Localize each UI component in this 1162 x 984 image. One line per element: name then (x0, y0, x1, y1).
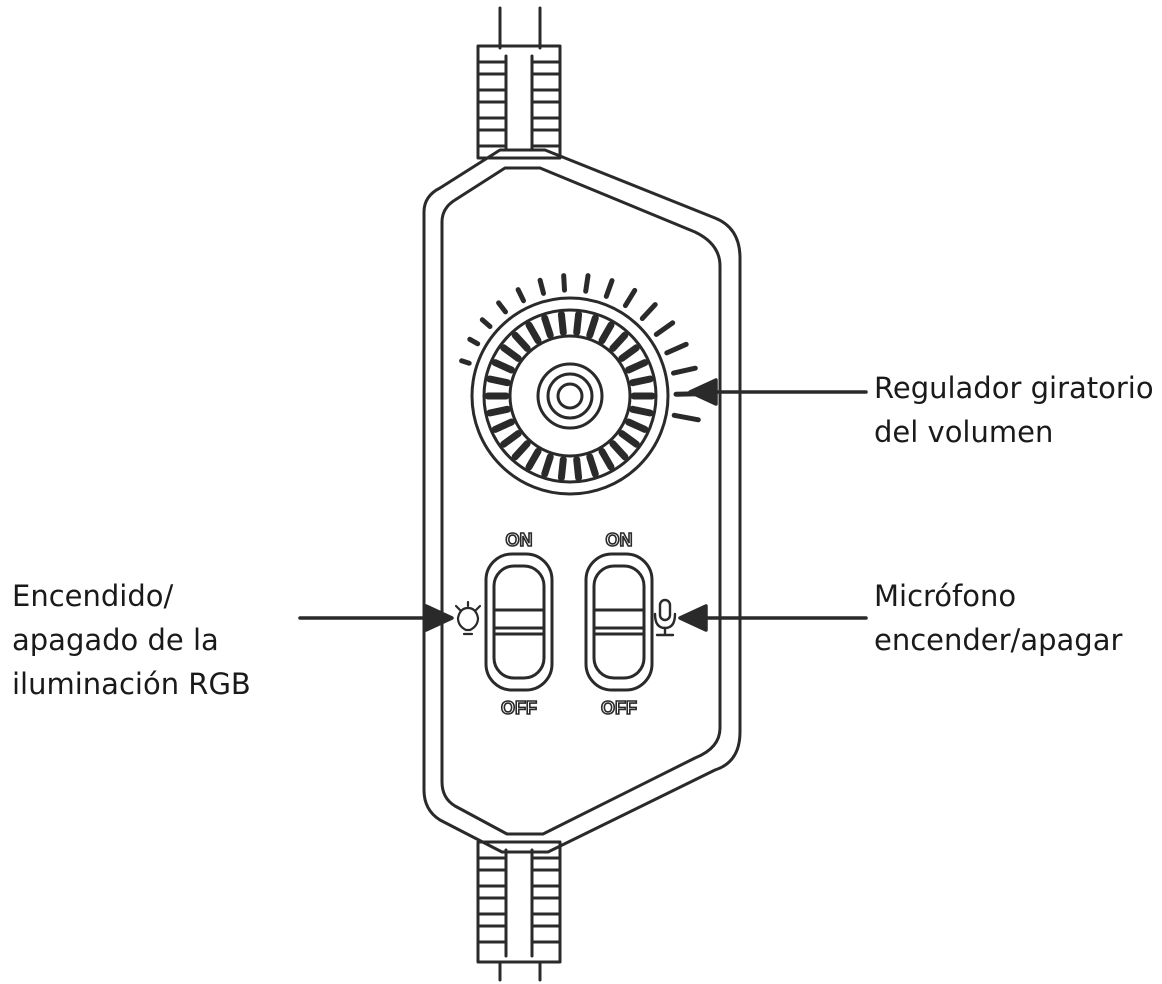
knurl-ridge (625, 359, 649, 374)
rgb-caption-line-1: Encendido/ (12, 579, 174, 613)
light-bulb-icon (454, 600, 482, 636)
volume-tick (561, 273, 567, 293)
knurl-ridge (541, 453, 554, 478)
knurl-ridge (541, 314, 554, 339)
controller-body-outline (422, 148, 742, 854)
knurl-ridge (625, 418, 649, 433)
knurl-ridge (511, 440, 531, 461)
volume-tick (515, 287, 526, 304)
knurl-ridge (557, 456, 567, 482)
mic-switch-caption: Micrófono encender/apagar (874, 574, 1122, 662)
volume-tick (664, 341, 689, 356)
volume-tick (653, 320, 676, 337)
volume-caption-line-1: Regulador giratorio (874, 371, 1154, 405)
knurl-ridge (609, 440, 629, 461)
volume-caption-line-2: del volumen (874, 415, 1054, 449)
rgb-switch-caption: Encendido/ apagado de la iluminación RGB (12, 574, 251, 706)
volume-tick (496, 300, 508, 315)
volume-tick (583, 273, 591, 294)
mic-switch-off-label: OFF (601, 698, 637, 718)
volume-tick (467, 336, 481, 347)
knurl-ridge (598, 321, 615, 345)
knurl-ridge (609, 331, 629, 352)
microphone-switch[interactable] (584, 552, 654, 692)
knurl-ridge (491, 359, 515, 374)
volume-tick (537, 277, 546, 296)
rgb-light-switch[interactable] (484, 552, 554, 692)
mic-switch-on-label: ON (606, 530, 633, 550)
volume-tick (603, 278, 615, 299)
volume-dial[interactable] (459, 273, 702, 496)
knurl-ridge (486, 405, 511, 417)
arrow-mic (678, 604, 868, 632)
bottom-cable (476, 840, 562, 982)
knurl-ridge (500, 430, 522, 448)
knurl-ridge (618, 344, 640, 362)
knurl-ridge (629, 405, 654, 417)
knurl-ridge (586, 453, 599, 478)
knurl-ridge (486, 375, 511, 387)
rgb-switch-on-label: ON (506, 530, 533, 550)
volume-tick (639, 302, 658, 321)
knurl-ridge (500, 344, 522, 362)
arrow-volume (688, 378, 868, 406)
volume-scale-ticks (459, 273, 702, 423)
mic-caption-line-1: Micrófono (874, 579, 1017, 613)
knurl-ridge (573, 310, 583, 336)
knurl-ridge (618, 430, 640, 448)
knurl-ridge (511, 331, 531, 352)
arrow-rgb (298, 604, 454, 632)
knurl-ridge (557, 310, 567, 336)
rgb-caption-line-3: iluminación RGB (12, 667, 251, 701)
volume-dial-caption: Regulador giratorio del volumen (874, 366, 1154, 454)
volume-tick (459, 358, 472, 366)
dial-center-ring (536, 362, 604, 430)
volume-tick (479, 317, 493, 329)
controller-body-inner (440, 166, 722, 836)
rgb-switch-off-label: OFF (501, 698, 537, 718)
volume-tick (671, 365, 698, 376)
volume-tick (622, 287, 638, 309)
top-cable (476, 6, 562, 160)
mic-caption-line-2: encender/apagar (874, 623, 1123, 657)
volume-tick (671, 412, 701, 423)
microphone-icon (653, 598, 677, 637)
dial-knurling (484, 310, 656, 482)
knurl-ridge (629, 375, 654, 387)
knurl-ridge (598, 447, 615, 471)
knurl-ridge (525, 321, 542, 345)
rgb-caption-line-2: apagado de la (12, 623, 219, 657)
knurl-ridge (573, 456, 583, 482)
knurl-ridge (491, 418, 515, 433)
knurl-ridge (586, 314, 599, 339)
knurl-ridge (525, 447, 542, 471)
